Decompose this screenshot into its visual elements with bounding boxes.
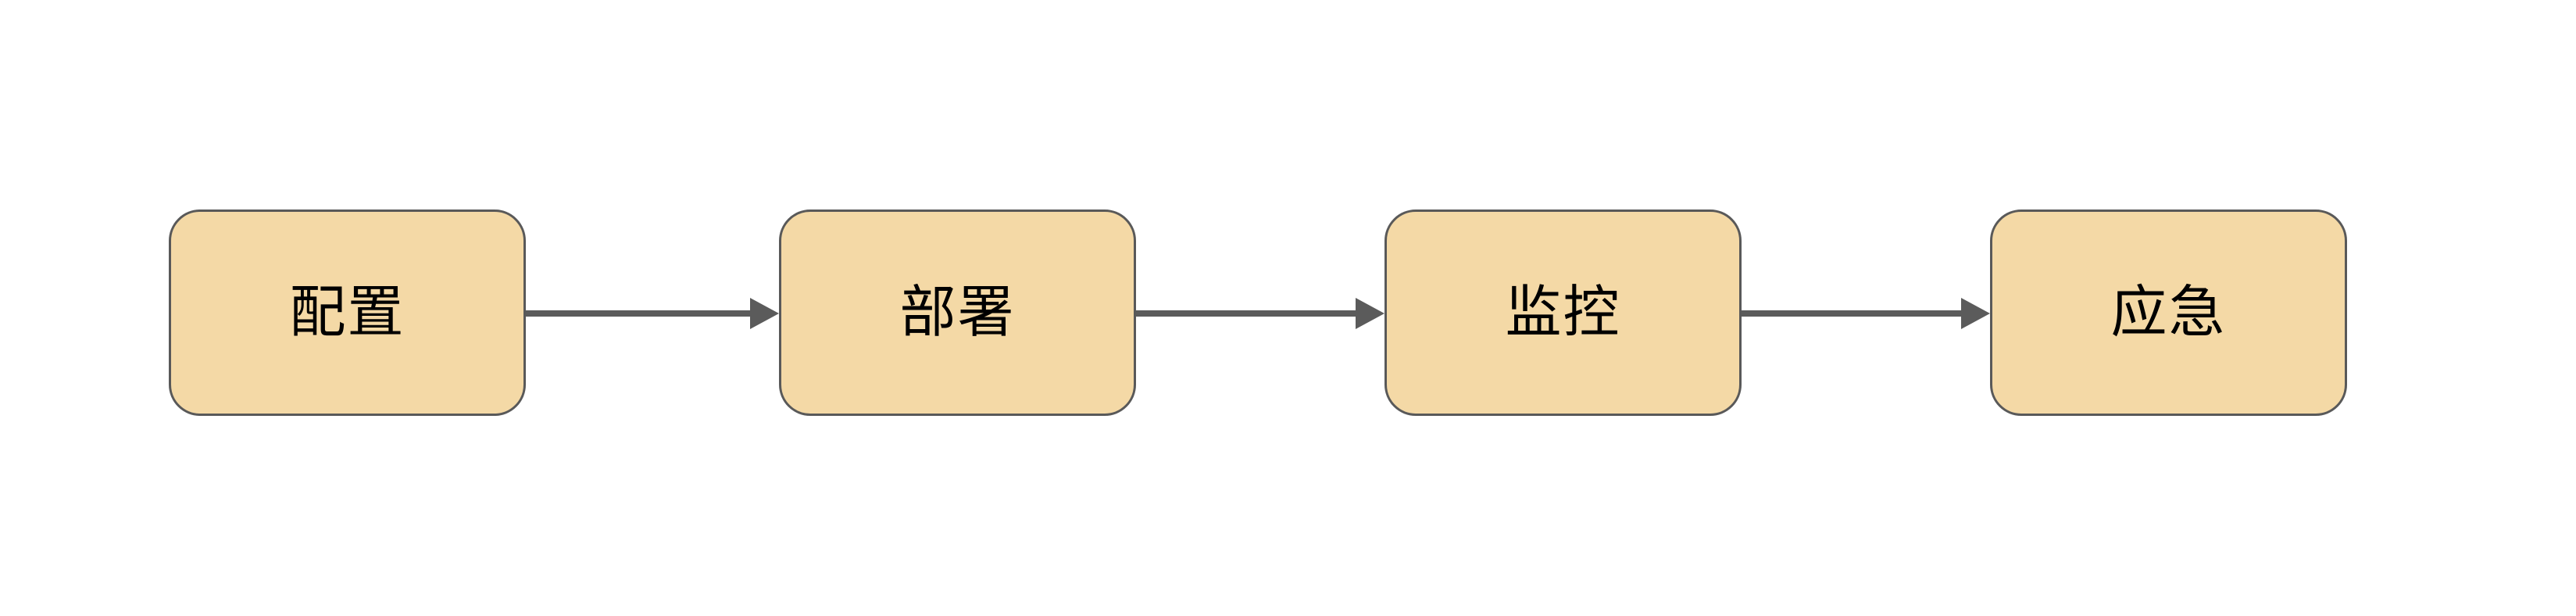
edge-config-to-deploy xyxy=(526,298,779,329)
arrow-line xyxy=(1136,310,1356,317)
node-monitor: 监控 xyxy=(1384,210,1742,416)
node-config: 配置 xyxy=(169,210,526,416)
node-emergency: 应急 xyxy=(1990,210,2347,416)
arrow-line xyxy=(526,310,750,317)
edge-monitor-to-emergency xyxy=(1742,298,1990,329)
node-deploy: 部署 xyxy=(779,210,1136,416)
node-config-label: 配置 xyxy=(289,281,406,344)
edge-deploy-to-monitor xyxy=(1136,298,1384,329)
node-emergency-label: 应急 xyxy=(2110,281,2227,344)
arrow-head-icon xyxy=(1356,298,1384,329)
arrow-line xyxy=(1742,310,1961,317)
node-monitor-label: 监控 xyxy=(1505,281,1621,344)
arrow-head-icon xyxy=(750,298,779,329)
arrow-head-icon xyxy=(1961,298,1990,329)
node-deploy-label: 部署 xyxy=(899,281,1016,344)
